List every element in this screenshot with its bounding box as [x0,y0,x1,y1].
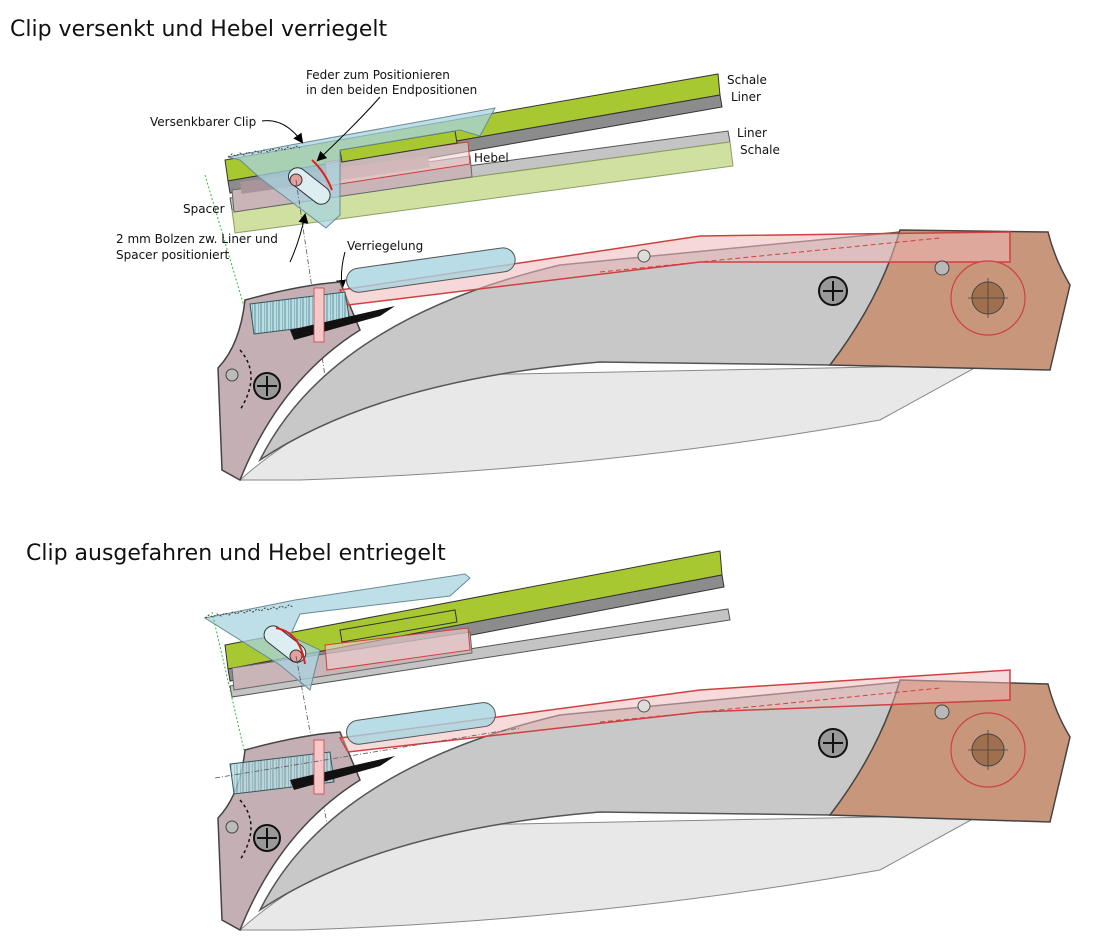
bottom-exploded-layers [203,550,731,841]
bottom-screw-2 [253,824,281,852]
top-lever-dashed [599,237,941,273]
label-schale-mid: Schale [740,143,780,157]
bottom-green-pad [339,609,458,643]
top-lever-bar [338,231,1011,306]
label-bolzen-1: 2 mm Bolzen zw. Liner und [116,232,278,246]
top-bolt [313,287,325,343]
bottom-dotted-arc [239,799,252,861]
top-section: Clip versenkt und Hebel verriegelt [10,17,1071,482]
top-exploded-layers [204,73,734,411]
top-heading: Clip versenkt und Hebel verriegelt [10,17,387,42]
bottom-lock-axis [214,727,521,779]
label-spacer: Spacer [183,202,225,216]
top-labels: Feder zum Positionieren in den beiden En… [116,68,780,290]
top-screw-1 [818,276,848,306]
label-bolzen-2: Spacer positioniert [116,248,229,262]
bottom-clip-rod [346,702,496,745]
top-lever-screw [637,249,651,263]
bottom-heading: Clip ausgefahren und Hebel entriegelt [26,541,446,566]
top-rear-bolster [828,229,1071,371]
top-stop-pin [934,260,950,276]
label-liner-mid: Liner [737,126,767,140]
top-clip [227,107,496,229]
bottom-liner-lower [229,608,731,698]
top-pivot-cross [968,278,1008,318]
top-clip-rod [346,247,516,293]
bottom-section: Clip ausgefahren und Hebel entriegelt [26,541,1071,932]
pin-axis-line [295,179,331,411]
bottom-stop-pin [934,704,950,720]
label-clip: Versenkbarer Clip [150,115,256,129]
bolzen-arrow [289,213,309,263]
clip-grip-serration [227,145,301,158]
bottom-lever-screw [637,699,651,713]
bottom-lever-dashed [599,687,941,723]
label-verriegelung: Verriegelung [347,239,423,253]
bottom-hebel [324,627,471,671]
top-screw-2 [253,372,281,400]
label-hebel: Hebel [474,151,509,165]
label-feder-2: in den beiden Endpositionen [306,83,477,97]
label-liner-top: Liner [731,90,761,104]
feder-spring [311,159,333,191]
label-feder-1: Feder zum Positionieren [306,68,450,82]
mid-scale-shell [231,141,734,234]
bottom-lever-bar [338,669,1011,753]
bottom-small-screw [225,820,239,834]
bottom-rear-bolster [828,679,1071,823]
top-small-screw [225,368,239,382]
bottom-spring [275,627,306,665]
top-knife [217,229,1071,482]
label-schale-top: Schale [727,73,767,87]
verriegelung-arrow [336,251,347,290]
bottom-knife [214,669,1071,932]
bottom-screw-1 [818,728,848,758]
bottom-pivot-cross [968,730,1008,770]
top-dotted-arc [239,349,252,411]
feder-arrow [316,96,381,162]
bottom-clip [203,573,471,691]
clip-arrow [261,120,304,144]
bottom-bolt [313,739,325,795]
